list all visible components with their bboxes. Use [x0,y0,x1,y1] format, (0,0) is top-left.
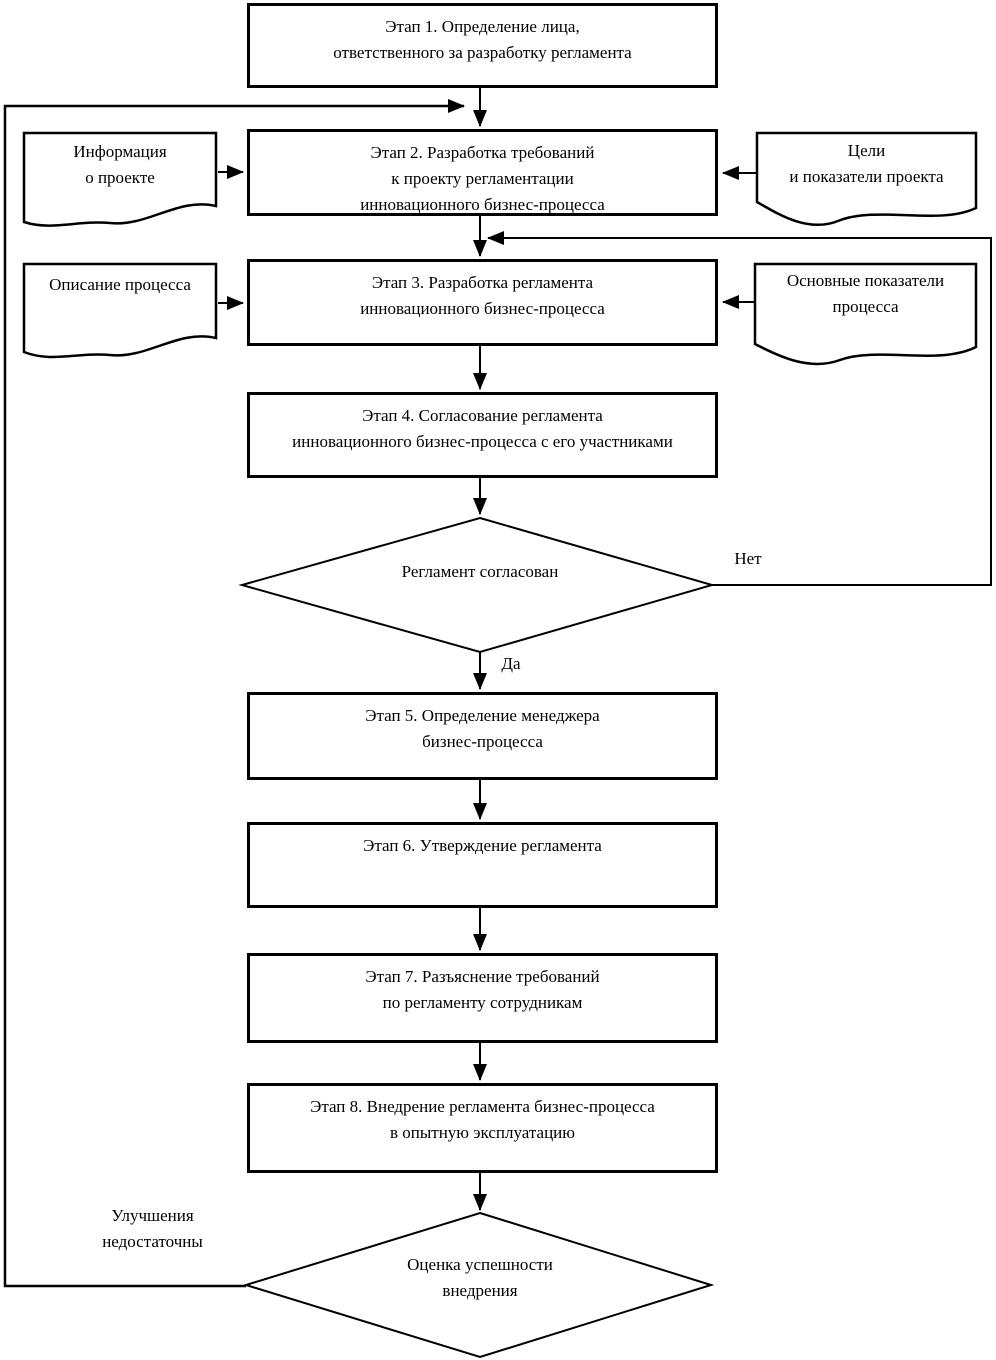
decision-agreed-label: Регламент согласован [401,562,559,581]
decision-success-shape [242,1211,715,1359]
document-key-metrics-label: Основные показатели процесса [786,271,945,316]
document-process-desc-shape [22,262,218,359]
document-project-info-shape [22,131,218,227]
feedback-loop-left [3,99,465,1288]
step8-box: Этап 8. Внедрение регламента бизнес-проц… [247,1083,718,1173]
decision-success-label: Оценка успешности внедрения [407,1255,553,1300]
document-goals-label: Цели и показатели проекта [789,141,944,186]
step2-box: Этап 2. Разработка требований к проекту … [247,129,718,216]
feedback-loop-no [487,231,992,586]
step1-box: Этап 1. Определение лица, ответственного… [247,3,718,88]
document-key-metrics-shape [753,262,978,366]
edge-label-insufficient: Улучшения недостаточны [102,1206,203,1251]
step5-box: Этап 5. Определение менеджера бизнес-про… [247,692,718,780]
document-process-desc-label: Описание процесса [49,275,191,294]
step4-box: Этап 4. Согласование регламента инноваци… [247,392,718,478]
step7-box: Этап 7. Разъяснение требований по реглам… [247,953,718,1043]
decision-agreed-shape [238,516,716,654]
edge-label-yes: Да [501,654,521,673]
step3-box: Этап 3. Разработка регламента инновацион… [247,259,718,346]
step6-box: Этап 6. Утверждение регламента [247,822,718,908]
document-project-info-label: Информация о проекте [73,142,167,187]
edge-label-no: Нет [734,549,762,568]
document-goals-shape [755,131,978,227]
